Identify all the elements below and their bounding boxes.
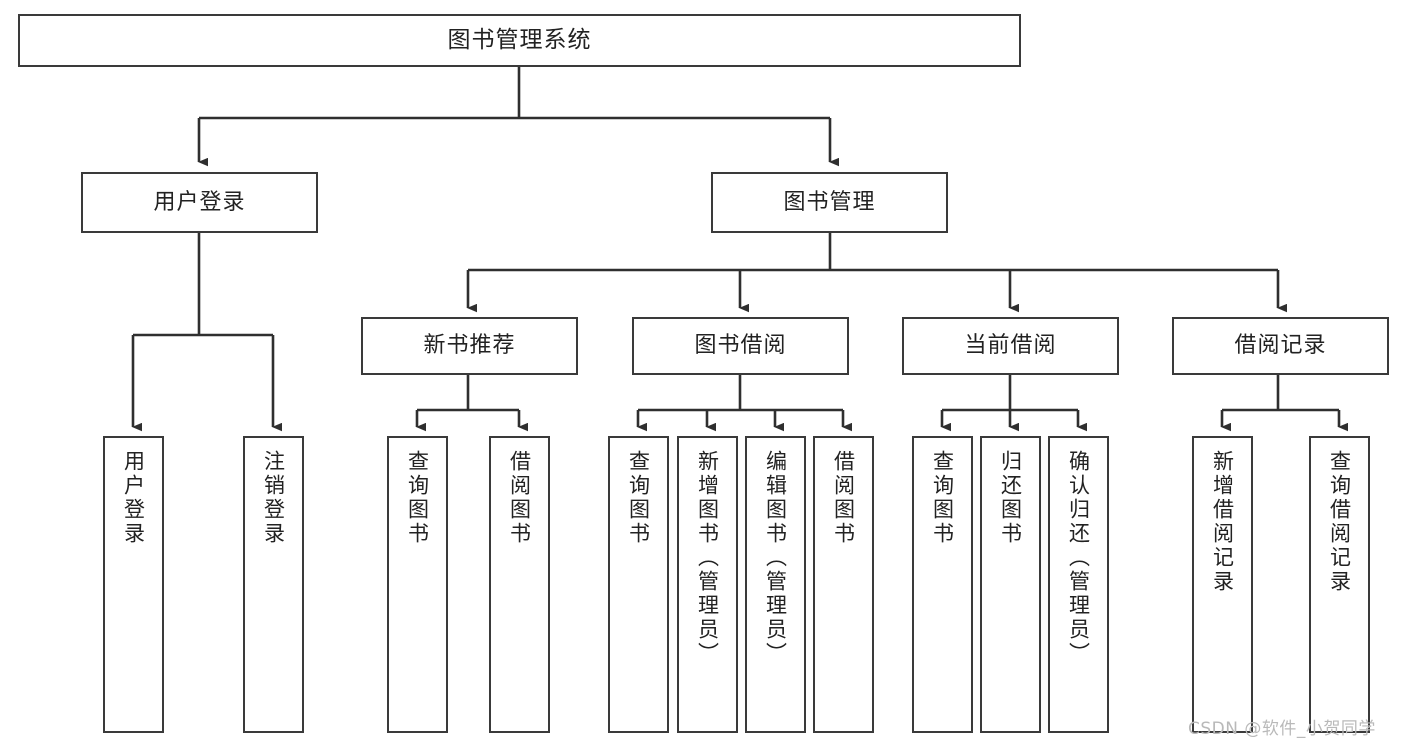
leaf-borrow-book-borrowing[interactable]: 借阅图书: [813, 436, 874, 733]
node-label: 借阅图书: [507, 450, 532, 546]
node-root-book-management-system[interactable]: 图书管理系统: [18, 14, 1021, 67]
leaf-add-book-admin[interactable]: 新增图书（管理员）: [677, 436, 738, 733]
node-label: 当前借阅: [964, 333, 1057, 359]
leaf-query-borrowing-record[interactable]: 查询借阅记录: [1309, 436, 1370, 733]
node-current-borrowing[interactable]: 当前借阅: [902, 317, 1119, 375]
node-label: 借阅图书: [831, 450, 856, 546]
csdn-watermark: CSDN @软件_小贺同学: [1188, 719, 1376, 739]
node-book-management[interactable]: 图书管理: [711, 172, 948, 233]
leaf-user-login[interactable]: 用户登录: [103, 436, 164, 733]
node-label: 新增借阅记录: [1210, 450, 1235, 594]
leaf-logout[interactable]: 注销登录: [243, 436, 304, 733]
node-label: 图书管理系统: [447, 26, 592, 53]
node-user-login[interactable]: 用户登录: [81, 172, 318, 233]
leaf-edit-book-admin[interactable]: 编辑图书（管理员）: [745, 436, 806, 733]
leaf-query-book-new-recommendation[interactable]: 查询图书: [387, 436, 448, 733]
leaf-return-book[interactable]: 归还图书: [980, 436, 1041, 733]
node-label: 借阅记录: [1234, 333, 1327, 359]
leaf-query-book-borrowing[interactable]: 查询图书: [608, 436, 669, 733]
node-label: 查询图书: [405, 450, 430, 546]
node-label: 注销登录: [261, 450, 286, 546]
node-label: 图书借阅: [694, 333, 787, 359]
node-new-book-recommendation[interactable]: 新书推荐: [361, 317, 578, 375]
node-label: 查询图书: [930, 450, 955, 546]
node-label: 用户登录: [121, 450, 146, 546]
node-label: 查询图书: [626, 450, 651, 546]
node-book-borrowing[interactable]: 图书借阅: [632, 317, 849, 375]
node-label: 编辑图书（管理员）: [763, 450, 788, 666]
leaf-query-book-current[interactable]: 查询图书: [912, 436, 973, 733]
leaf-add-borrowing-record[interactable]: 新增借阅记录: [1192, 436, 1253, 733]
node-borrowing-record[interactable]: 借阅记录: [1172, 317, 1389, 375]
node-label: 归还图书: [998, 450, 1023, 546]
node-label: 确认归还（管理员）: [1066, 450, 1091, 666]
node-label: 查询借阅记录: [1327, 450, 1352, 594]
node-label: 新书推荐: [423, 333, 516, 359]
leaf-borrow-book-new-recommendation[interactable]: 借阅图书: [489, 436, 550, 733]
leaf-confirm-return-admin[interactable]: 确认归还（管理员）: [1048, 436, 1109, 733]
node-label: 图书管理: [783, 189, 876, 215]
node-label: 新增图书（管理员）: [695, 450, 720, 666]
node-label: 用户登录: [153, 189, 246, 215]
